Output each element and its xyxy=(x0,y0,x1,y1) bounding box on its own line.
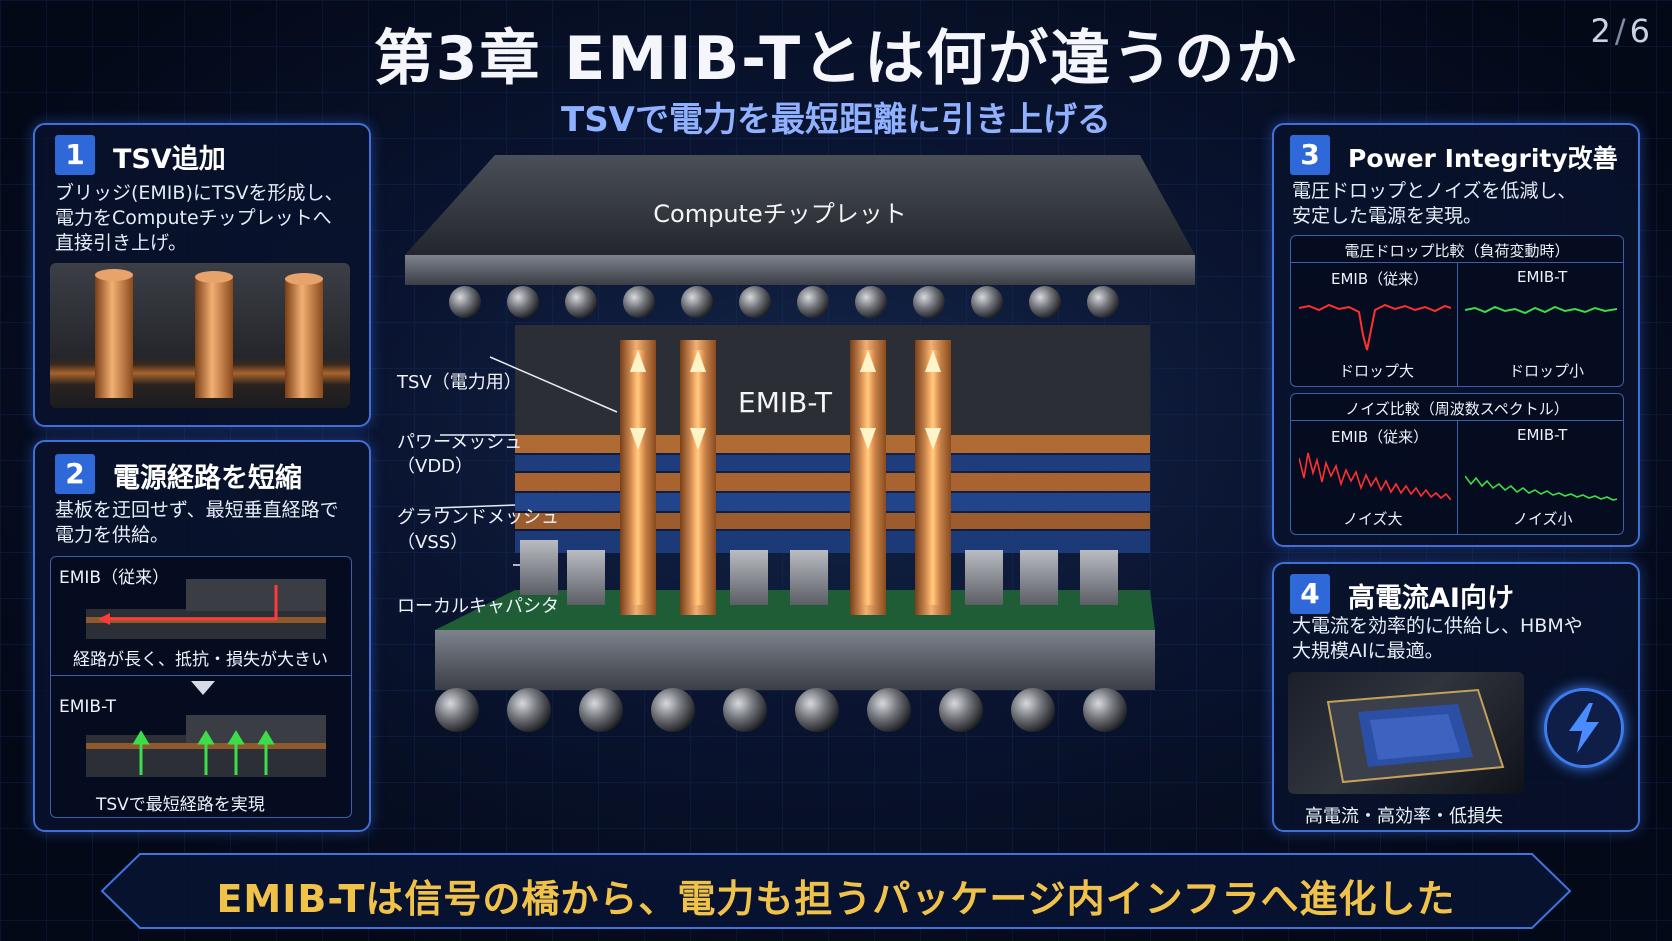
page-current: 2 xyxy=(1590,12,1611,50)
power-mesh-label-2: （VDD） xyxy=(397,456,474,477)
emib-t-label: EMIB-T xyxy=(738,386,833,419)
card-title: TSV追加 xyxy=(113,144,226,175)
power-mesh-layer-3 xyxy=(515,513,1150,529)
card-number: 4 xyxy=(1290,574,1330,614)
noise-right-caption: ノイズ小 xyxy=(1513,510,1573,528)
drop-left-caption: ドロップ大 xyxy=(1339,362,1415,380)
card-high-current-ai: 4 高電流AI向け 大電流を効率的に供給し、HBMや 大規模AIに最適。 高電流… xyxy=(1272,562,1640,832)
drop-left-label: EMIB（従来） xyxy=(1331,270,1429,288)
ground-mesh-layer-2 xyxy=(515,493,1150,511)
card-desc-line-1: 電圧ドロップとノイズを低減し、 xyxy=(1292,180,1577,202)
emib-t-cross-section-diagram: Computeチップレット EMIB-T xyxy=(405,155,1195,732)
tsv-current-arrows xyxy=(630,350,941,450)
emib-t-path-diagram xyxy=(86,715,326,777)
slide-subtitle: TSVで電力を最短距離に引き上げる xyxy=(561,100,1111,140)
voltage-drop-title: 電圧ドロップ比較（負荷変動時） xyxy=(1344,242,1570,260)
card-desc-line-2: 電力を供給。 xyxy=(55,524,170,546)
card-title: 高電流AI向け xyxy=(1348,583,1514,614)
voltage-drop-emib-waveform xyxy=(1299,303,1451,351)
new-emib-label: EMIB-T xyxy=(59,697,117,717)
compute-chiplet-label: Computeチップレット xyxy=(653,200,906,228)
page-indicator: 2/6 xyxy=(1591,12,1651,50)
drop-right-caption: ドロップ小 xyxy=(1509,362,1585,380)
lightning-bolt-icon xyxy=(1544,688,1624,768)
power-mesh-label-1: パワーメッシュ xyxy=(397,432,523,453)
ground-mesh-label-2: （VSS） xyxy=(397,532,469,553)
page-separator: / xyxy=(1614,12,1626,50)
card-desc-line-2: 電力をComputeチップレットへ xyxy=(55,207,332,229)
card-title: 電源経路を短縮 xyxy=(113,463,302,494)
leader-lines xyxy=(434,356,618,566)
package-substrate-side xyxy=(435,630,1155,690)
card-desc-line-2: 安定した電源を実現。 xyxy=(1292,205,1483,227)
emib-bridge-die xyxy=(515,325,1150,435)
tsv-power-label: TSV（電力用） xyxy=(397,372,522,393)
card-desc-line-1: 基板を迂回せず、最短垂直経路で xyxy=(55,499,339,521)
comparison-divider xyxy=(51,675,351,676)
ai-chip-photo xyxy=(1288,672,1524,794)
local-capacitors xyxy=(520,540,1118,605)
card-number: 1 xyxy=(55,135,95,175)
upper-bump-row xyxy=(449,286,1119,318)
ground-mesh-label-1: グラウンドメッシュ xyxy=(397,507,559,528)
noise-title: ノイズ比較（周波数スペクトル） xyxy=(1345,400,1569,418)
banner-frame xyxy=(100,853,1572,929)
noise-left-caption: ノイズ大 xyxy=(1343,510,1403,528)
drop-right-label: EMIB-T xyxy=(1517,268,1568,286)
old-emib-caption: 経路が長く、抵抗・損失が大きい xyxy=(73,650,328,670)
card-shorten-power-path: 2 電源経路を短縮 基板を迂回せず、最短垂直経路で 電力を供給。 EMIB（従来… xyxy=(33,440,371,832)
voltage-drop-emib-t-waveform xyxy=(1465,305,1617,315)
local-capacitor-label: ローカルキャパシタ xyxy=(397,596,559,617)
noise-emib-t-spectrum xyxy=(1465,475,1617,501)
ai-chip-image xyxy=(1326,688,1505,784)
tsv-copper-pillars-image xyxy=(95,269,323,398)
old-emib-path-diagram xyxy=(86,579,326,639)
summary-banner: EMIB-Tは信号の橋から、電力も担うパッケージ内インフラへ進化した xyxy=(100,852,1572,930)
card-desc-line-2: 大規模AIに最適。 xyxy=(1292,640,1444,662)
banner-text: EMIB-Tは信号の橋から、電力も担うパッケージ内インフラへ進化した xyxy=(216,877,1456,921)
ground-mesh-layer-3 xyxy=(515,531,1150,553)
down-triangle-icon xyxy=(191,681,215,695)
lower-bump-row xyxy=(435,688,1127,732)
ground-mesh-layer-1 xyxy=(515,455,1150,471)
tsv-photo xyxy=(50,263,350,408)
power-mesh-layer-2 xyxy=(515,473,1150,491)
panel-divider xyxy=(1457,420,1458,534)
card-power-integrity: 3 Power Integrity改善 電圧ドロップとノイズを低減し、 安定した… xyxy=(1272,123,1640,547)
card-desc-line-3: 直接引き上げ。 xyxy=(55,232,188,254)
old-emib-label: EMIB（従来） xyxy=(59,568,170,588)
noise-comparison: ノイズ比較（周波数スペクトル） EMIB（従来） EMIB-T ノイズ大 ノイズ… xyxy=(1290,393,1624,535)
path-comparison-panel: EMIB（従来） 経路が長く、抵抗・損失が大きい EMIB-T TSVで最短経路… xyxy=(50,556,352,818)
tsv-pillars xyxy=(620,340,951,615)
noise-right-label: EMIB-T xyxy=(1517,426,1568,444)
card-tsv-addition: 1 TSV追加 ブリッジ(EMIB)にTSVを形成し、 電力をComputeチッ… xyxy=(33,123,371,427)
card-desc-line-1: 大電流を効率的に供給し、HBMや xyxy=(1292,615,1583,637)
emib-t-caption: TSVで最短経路を実現 xyxy=(96,795,265,815)
voltage-drop-comparison: 電圧ドロップ比較（負荷変動時） EMIB（従来） EMIB-T ドロップ大 ドロ… xyxy=(1290,235,1624,387)
noise-emib-spectrum xyxy=(1299,452,1451,501)
slide-title: 第3章 EMIB-Tとは何が違うのか xyxy=(373,24,1299,94)
card-number: 2 xyxy=(55,454,95,494)
card-desc-line-1: ブリッジ(EMIB)にTSVを形成し、 xyxy=(55,182,344,204)
card-title: Power Integrity改善 xyxy=(1348,144,1618,173)
card-number: 3 xyxy=(1290,135,1330,175)
compute-chiplet-side xyxy=(405,255,1195,285)
page-total: 6 xyxy=(1629,12,1650,50)
power-mesh-layer-1 xyxy=(515,435,1150,453)
noise-left-label: EMIB（従来） xyxy=(1331,428,1429,446)
ai-chip-caption: 高電流・高効率・低損失 xyxy=(1305,806,1503,827)
compute-chiplet-top xyxy=(405,155,1195,255)
panel-divider xyxy=(1457,262,1458,386)
